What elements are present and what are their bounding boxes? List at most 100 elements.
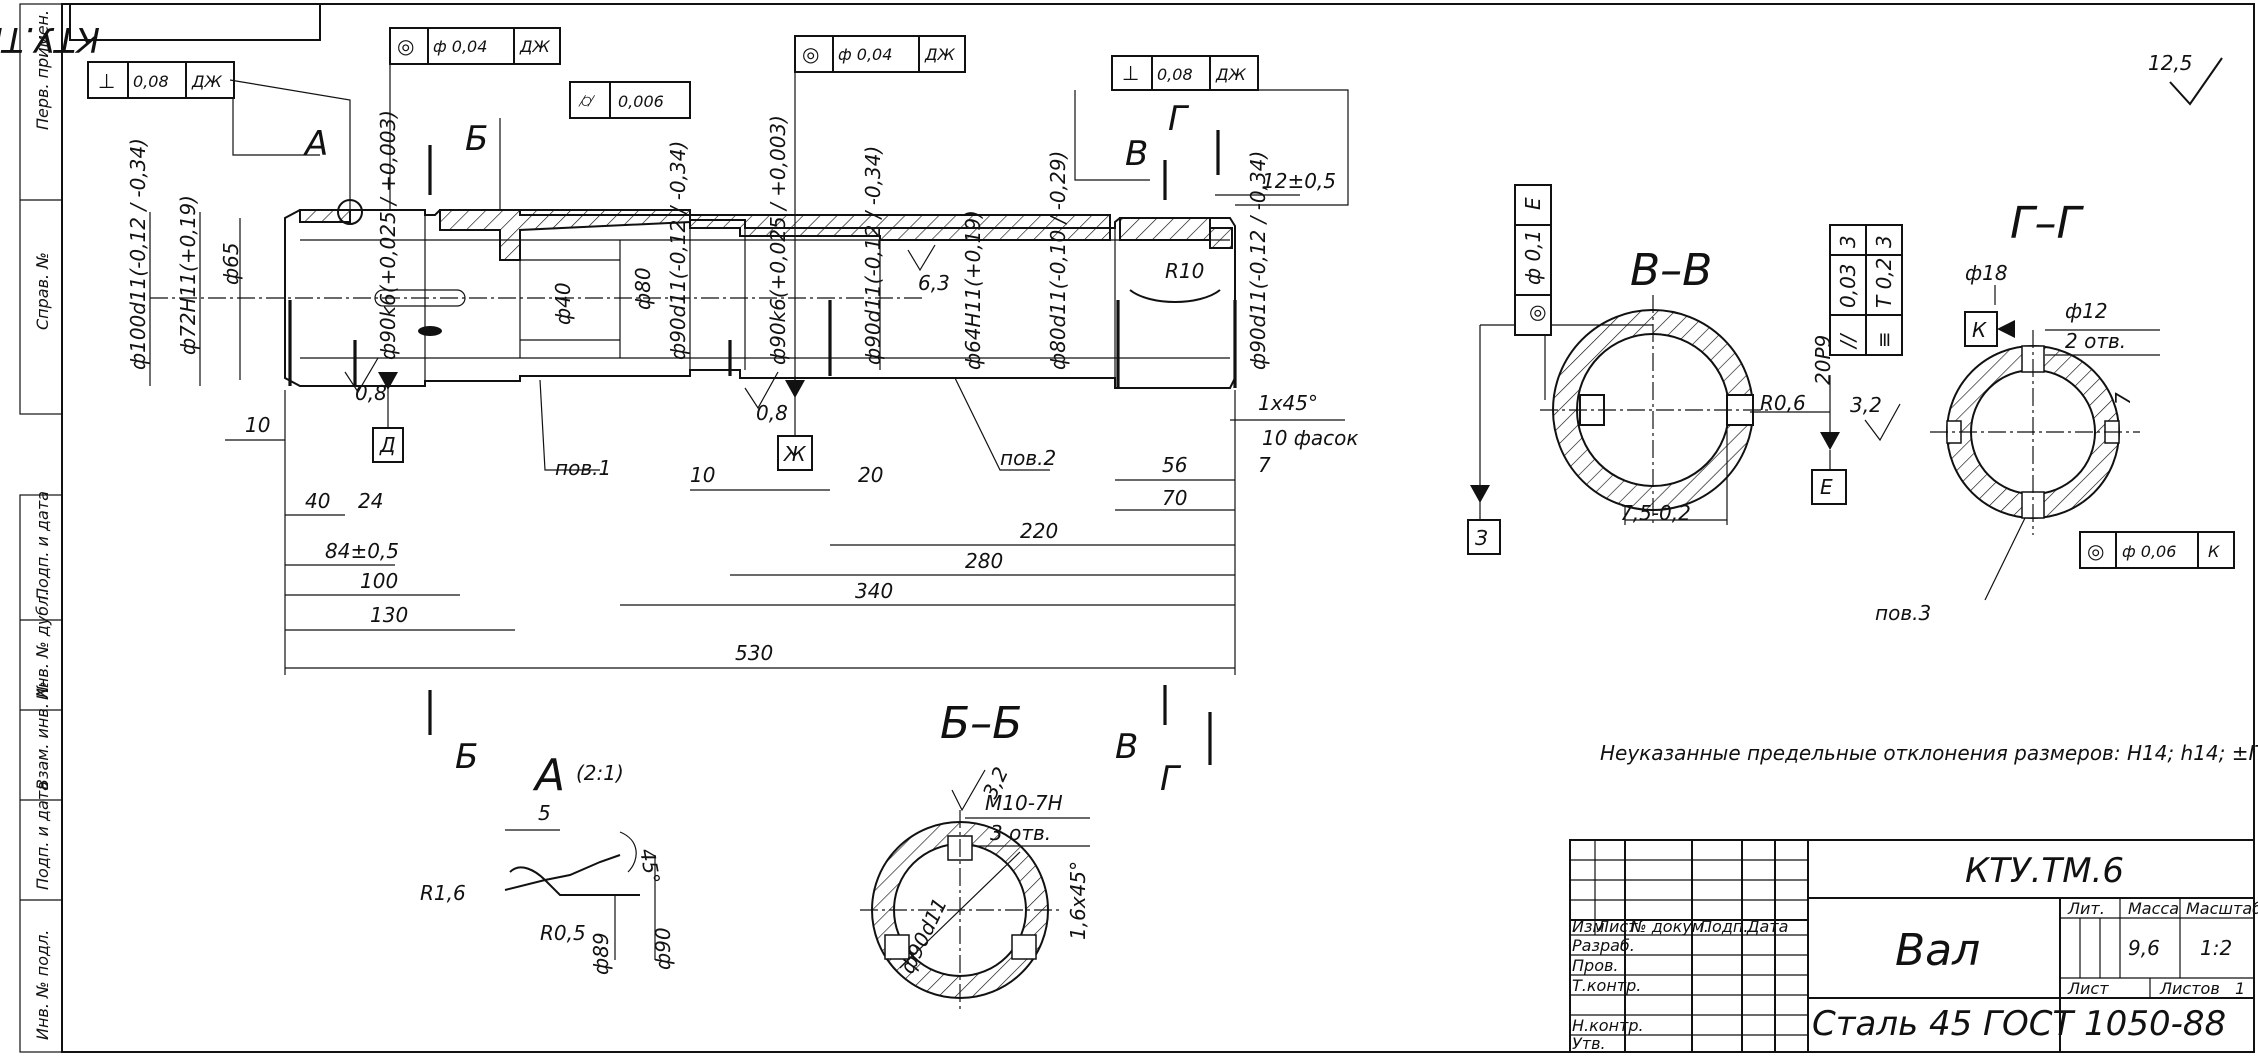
key-width: 20Р9	[1811, 335, 1835, 385]
diameter-dims: ф100d11(-0,12 / -0,34) ф72Н11(+0,19) ф65…	[126, 110, 1270, 386]
tb-h-sign: Подп.	[1700, 917, 1748, 936]
svg-text:⊥: ⊥	[1122, 61, 1139, 85]
dim-d100: ф100d11(-0,12 / -0,34)	[126, 138, 150, 370]
tb-h-doc: № докум.	[1629, 917, 1709, 936]
tb-sheets: 1	[2235, 979, 2245, 998]
dim-220: 220	[1020, 519, 1058, 543]
surface-1: пов.1	[555, 456, 611, 480]
dim-10a: 10	[245, 413, 270, 437]
svg-text:К: К	[2208, 542, 2220, 561]
svg-text:6,3: 6,3	[918, 271, 950, 295]
svg-text:0,8: 0,8	[756, 401, 788, 425]
dim-7: 7	[1258, 453, 1271, 477]
dim-530: 530	[735, 641, 773, 665]
tb-sheet-label: Лист	[2067, 979, 2109, 998]
dim-d72: ф72Н11(+0,19)	[176, 195, 200, 355]
dim-r10: R10	[1165, 259, 1204, 283]
tb-scale: 1:2	[2200, 936, 2232, 960]
svg-text:Д: Д	[379, 433, 396, 457]
r16-A: R1,6	[420, 881, 466, 905]
dim-d64: ф64Н11(+0,19)	[961, 210, 985, 370]
label-B-top: Б	[465, 119, 488, 159]
title-block: Изм Лист № докум. Подп. Дата Разраб. Про…	[1569, 839, 2258, 1053]
tb-h-date: Дата	[1746, 917, 1788, 936]
section-markers: Б Б В В Г Г А	[303, 99, 1220, 799]
svg-text:Т 0,2: Т 0,2	[1872, 258, 1896, 308]
svg-text:ДЖ: ДЖ	[924, 45, 956, 64]
depth-vv: 7,5-0,2	[1620, 501, 1691, 525]
tb-mass: 9,6	[2128, 936, 2160, 960]
tb-name: Вал	[1895, 925, 1980, 976]
side-label-5: Взам. инв. №	[33, 681, 52, 790]
title-A: А	[532, 750, 565, 801]
tb-h-mass: Масса	[2128, 899, 2179, 918]
svg-text:◎: ◎	[1524, 305, 1548, 322]
side-label-2: Справ. №	[33, 252, 52, 330]
dim-d80d11: ф80d11(-0,10 / -0,29)	[1046, 151, 1070, 370]
title-GG: Г–Г	[2010, 198, 2085, 249]
thread-BB: М10-7Н	[985, 791, 1063, 815]
tb-h-list: Лист	[1596, 917, 1638, 936]
svg-text:Е: Е	[1521, 197, 1545, 210]
side-label-6: Подп. и дата	[33, 781, 52, 890]
general-roughness: 12,5	[2148, 51, 2223, 106]
label-G-bottom: Г	[1160, 759, 1182, 799]
dim-56: 56	[1162, 453, 1187, 477]
view-A: А (2:1) 5 R1,6 R0,5 ф89 ф90 45°	[420, 750, 675, 975]
surface-3: пов.3	[1875, 601, 1931, 625]
side-label-3: Подп. и дата	[33, 491, 52, 600]
left-strip-bottom	[19, 494, 63, 1053]
datum-D: Д	[372, 372, 404, 463]
tb-r-nkontr: Н.контр.	[1572, 1016, 1644, 1035]
svg-text:3: 3	[1836, 235, 1860, 248]
svg-text:◎: ◎	[2087, 539, 2104, 563]
svg-text:◎: ◎	[397, 34, 414, 58]
dim-d90d11c: ф90d11(-0,12 / -0,34)	[1246, 151, 1270, 370]
dim-chamfer: 1х45°	[1258, 391, 1318, 415]
label-V-top: В	[1125, 134, 1148, 174]
side-label-4: Инв. № дубл.	[33, 591, 52, 700]
datum-Z: З	[1475, 526, 1488, 550]
d12-gg: ф12	[2065, 299, 2108, 323]
gtol-frame-1: ⊥ 0,08 ДЖ	[87, 61, 235, 99]
dim-d80: ф80	[631, 267, 655, 310]
dim-70: 70	[1162, 486, 1187, 510]
dim-d90d11b: ф90d11(-0,12 / -0,34)	[861, 146, 885, 365]
dim-24: 24	[358, 489, 383, 513]
general-note: Неуказанные предельные отклонения размер…	[1600, 741, 2258, 765]
svg-text:ДЖ: ДЖ	[519, 37, 551, 56]
svg-text:ф 0,1: ф 0,1	[1521, 230, 1545, 285]
svg-text://: //	[1836, 332, 1860, 350]
tb-sheets-label: Листов	[2159, 979, 2220, 998]
dim-84: 84±0,5	[325, 539, 399, 563]
tb-r-utv: Утв.	[1572, 1034, 1606, 1053]
datum-K: К	[1972, 318, 1987, 342]
svg-text:Ж: Ж	[782, 442, 807, 466]
svg-text:0,08: 0,08	[1157, 65, 1193, 84]
svg-text:ДЖ: ДЖ	[191, 72, 223, 91]
datum-E: Е	[1820, 475, 1833, 499]
svg-text:12,5: 12,5	[2148, 51, 2193, 75]
dim-chamfers: 10 фасок	[1262, 426, 1358, 450]
tb-designation: КТУ.ТМ.6	[1965, 851, 2124, 891]
tb-material: Сталь 45 ГОСТ 1050-88	[1812, 1004, 2226, 1044]
dim-d65: ф65	[219, 242, 243, 285]
dim-280: 280	[965, 549, 1003, 573]
svg-text:ф 0,04: ф 0,04	[433, 37, 487, 56]
svg-text:≡: ≡	[1872, 331, 1896, 348]
svg-text:0,8: 0,8	[355, 381, 387, 405]
dim-20: 20	[858, 463, 883, 487]
datum-Zh: Ж	[777, 376, 813, 471]
dim-d90k6a: ф90k6(+0,025 / +0,003)	[376, 110, 400, 360]
svg-text:0,006: 0,006	[618, 92, 664, 111]
svg-text:◎: ◎	[802, 42, 819, 66]
d89-A: ф89	[589, 932, 613, 975]
dim-d90k6b: ф90k6(+0,025 / +0,003)	[766, 115, 790, 365]
radius-vv: R0,6	[1760, 391, 1806, 415]
label-B-bottom: Б	[455, 737, 478, 777]
dim-10b: 10	[690, 463, 715, 487]
dim-100: 100	[360, 569, 398, 593]
scale-A: (2:1)	[576, 761, 624, 785]
label-V-bottom: В	[1115, 727, 1138, 767]
